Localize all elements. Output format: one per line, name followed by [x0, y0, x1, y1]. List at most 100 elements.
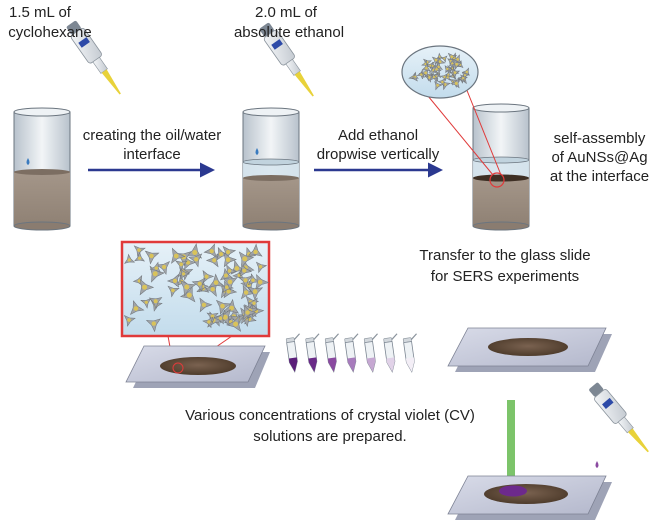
- nanostar-icon: [444, 65, 452, 74]
- nanostar-icon: [430, 72, 439, 81]
- nanostar-icon: [213, 312, 225, 325]
- nanostar-icon: [215, 299, 232, 315]
- nanostar-icon: [437, 78, 446, 87]
- cv-droplet-icon: [595, 461, 599, 468]
- nanostar-icon: [167, 285, 180, 298]
- pipette-icon: [66, 20, 121, 95]
- laser-beam-icon: [507, 400, 515, 490]
- nanostar-icon: [149, 265, 165, 283]
- arrow2-label-line2: dropwise vertically: [316, 146, 440, 163]
- nanostar-magnifier: [401, 45, 502, 176]
- nanostar-icon: [440, 73, 448, 82]
- nanostar-icon: [139, 278, 155, 296]
- nanostar-icon: [156, 261, 171, 275]
- nanostar-icon: [226, 315, 242, 332]
- beaker-icon: [472, 103, 530, 231]
- nanostar-icon: [447, 58, 455, 66]
- transfer-label-line1: Transfer to the glass slide: [419, 247, 591, 264]
- step1-solvent-label: cyclohexane: [8, 24, 92, 41]
- vial-row: [285, 333, 417, 373]
- step2-solvent-label: absolute ethanol: [233, 24, 345, 41]
- nanostar-icon: [431, 56, 441, 66]
- beaker-icon: [242, 107, 300, 231]
- vial-icon: [324, 333, 339, 373]
- nanostar-icon: [247, 243, 263, 257]
- water-drop-icon: [255, 148, 259, 155]
- nanostar-cluster: [408, 52, 470, 91]
- nanostar-icon: [180, 268, 190, 280]
- nanostar-icon: [191, 277, 206, 292]
- nanostar-icon: [240, 284, 255, 300]
- nanostar-icon: [411, 72, 420, 79]
- nanostar-icon: [238, 275, 252, 289]
- nanostar-icon: [223, 252, 237, 268]
- nanostar-icon: [242, 304, 257, 320]
- arrow2-label-line1: Add ethanol: [337, 127, 419, 144]
- nanostar-icon: [222, 277, 238, 291]
- nanostar-icon: [203, 243, 217, 258]
- nanostar-icon: [225, 264, 237, 277]
- vial-icon: [402, 333, 417, 373]
- nanostar-icon: [133, 245, 146, 258]
- nanostar-icon: [199, 297, 213, 313]
- nanostar-icon: [149, 261, 161, 274]
- vial-icon: [305, 333, 320, 373]
- crystal-violet-drop: [499, 485, 527, 497]
- vial-icon: [383, 333, 398, 373]
- glass-slide-icon: [447, 327, 612, 372]
- nanostar-cluster: [123, 243, 270, 333]
- nanostar-icon: [420, 68, 429, 78]
- pipette-icon: [589, 382, 649, 453]
- nanostar-icon: [175, 260, 188, 272]
- nanostar-icon: [255, 261, 268, 274]
- cv-label-line1: Various concentrations of crystal violet…: [185, 407, 475, 424]
- pipette-icon: [259, 22, 314, 97]
- nanostar-icon: [129, 300, 145, 316]
- result-label-line2: of AuNSs@Ag: [551, 149, 648, 166]
- nanostar-icon: [134, 251, 146, 262]
- nanostar-icon: [255, 274, 270, 290]
- nanostar-icon: [148, 297, 163, 310]
- nanostar-icon: [461, 67, 470, 77]
- nanostar-icon: [208, 273, 225, 288]
- nanostar-icon: [166, 273, 180, 288]
- nanostar-icon: [216, 246, 230, 261]
- step1-volume-label: 1.5 mL of: [9, 4, 71, 21]
- nanostar-icon: [247, 286, 264, 301]
- zoom-inset: [120, 240, 271, 370]
- nanostar-icon: [238, 251, 255, 268]
- nanostar-icon: [215, 309, 231, 326]
- beaker-icon: [13, 107, 71, 231]
- vial-icon: [285, 333, 300, 373]
- result-label-line3: at the interface: [549, 168, 650, 185]
- water-drop-icon: [26, 158, 30, 165]
- magnifier-focus-circle: [489, 172, 505, 188]
- nanostar-icon: [440, 55, 448, 63]
- nanostar-icon: [205, 253, 219, 268]
- nanostar-icon: [171, 247, 186, 264]
- nanostar-icon: [452, 54, 462, 64]
- nanostar-icon: [124, 253, 136, 264]
- cv-label-line2: solutions are prepared.: [253, 428, 407, 445]
- arrow1-label-line2: interface: [123, 146, 181, 163]
- nanostar-icon: [140, 298, 152, 309]
- arrow1-label-line1: creating the oil/water: [82, 127, 222, 144]
- nanostar-icon: [460, 74, 468, 83]
- result-label-line1: self-assembly: [553, 130, 646, 147]
- nanostar-icon: [219, 267, 234, 281]
- glass-slide-icon: [125, 345, 270, 388]
- nanostar-icon: [188, 253, 203, 268]
- vial-icon: [363, 333, 378, 373]
- nanostar-icon: [450, 78, 460, 89]
- nanostar-icon: [123, 315, 136, 327]
- nanostar-icon: [144, 250, 160, 265]
- transfer-label-line2: for SERS experiments: [430, 268, 580, 285]
- nanostar-icon: [145, 318, 161, 333]
- nanostar-icon: [452, 60, 463, 70]
- nanostar-icon: [202, 316, 214, 329]
- nanostar-icon: [179, 280, 197, 297]
- nanostar-icon: [421, 62, 431, 72]
- nanostar-icon: [179, 286, 196, 303]
- step2-volume-label: 2.0 mL of: [255, 4, 317, 21]
- nanostar-icon: [247, 297, 258, 310]
